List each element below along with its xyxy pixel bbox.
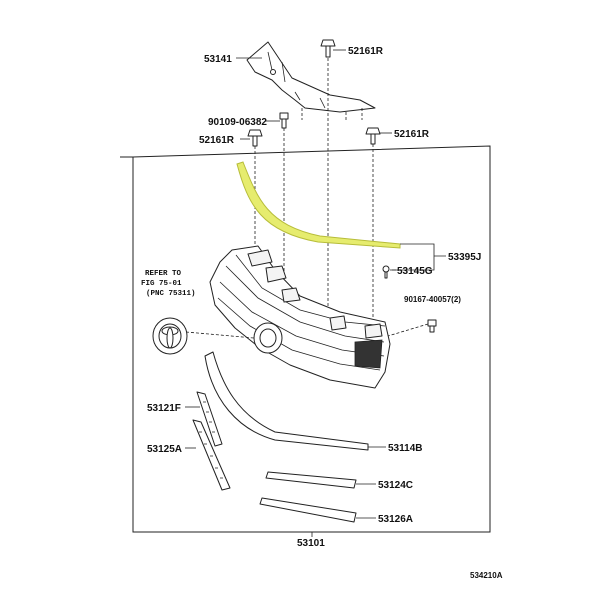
label-53125a: 53125A (147, 444, 182, 455)
side-insert-lower (192, 419, 231, 491)
label-53124c: 53124C (378, 480, 413, 491)
strip-upper (265, 471, 357, 489)
clip-left-icon (247, 129, 263, 147)
clip-top-icon (320, 39, 336, 58)
radiator-grille-body (209, 245, 391, 389)
assembly-frame (120, 145, 491, 533)
reference-line-3: (PNC 75311) (146, 290, 196, 298)
reference-line-1: REFER TO (145, 270, 182, 278)
label-53126a: 53126A (378, 514, 413, 525)
label-90167-40057: 90167-40057(2) (404, 295, 461, 304)
emblem-icon (152, 317, 188, 355)
bolt-icon (279, 112, 289, 129)
grille-moulding-upper (236, 161, 401, 249)
label-52161r-left: 52161R (199, 135, 235, 146)
diagram-code: 534210A (470, 571, 503, 580)
reference-line-2: FIG 75-01 (141, 280, 182, 288)
label-53395j: 53395J (448, 252, 481, 263)
label-53121f: 53121F (147, 403, 181, 414)
label-90109-06382: 90109-06382 (208, 117, 267, 128)
air-guide-part (246, 41, 376, 120)
screw-icon (382, 265, 390, 279)
label-52161r-right: 52161R (394, 129, 430, 140)
label-53145g: 53145G (397, 266, 433, 277)
side-insert-upper (196, 391, 223, 447)
bolt-right-icon (427, 319, 437, 333)
clip-right-icon (365, 127, 381, 145)
label-53114b: 53114B (388, 443, 422, 454)
label-53101: 53101 (297, 538, 325, 549)
label-53141: 53141 (204, 54, 232, 65)
grille-moulding-lower (204, 351, 369, 451)
label-52161r-top: 52161R (348, 46, 384, 57)
strip-lower (259, 497, 357, 523)
